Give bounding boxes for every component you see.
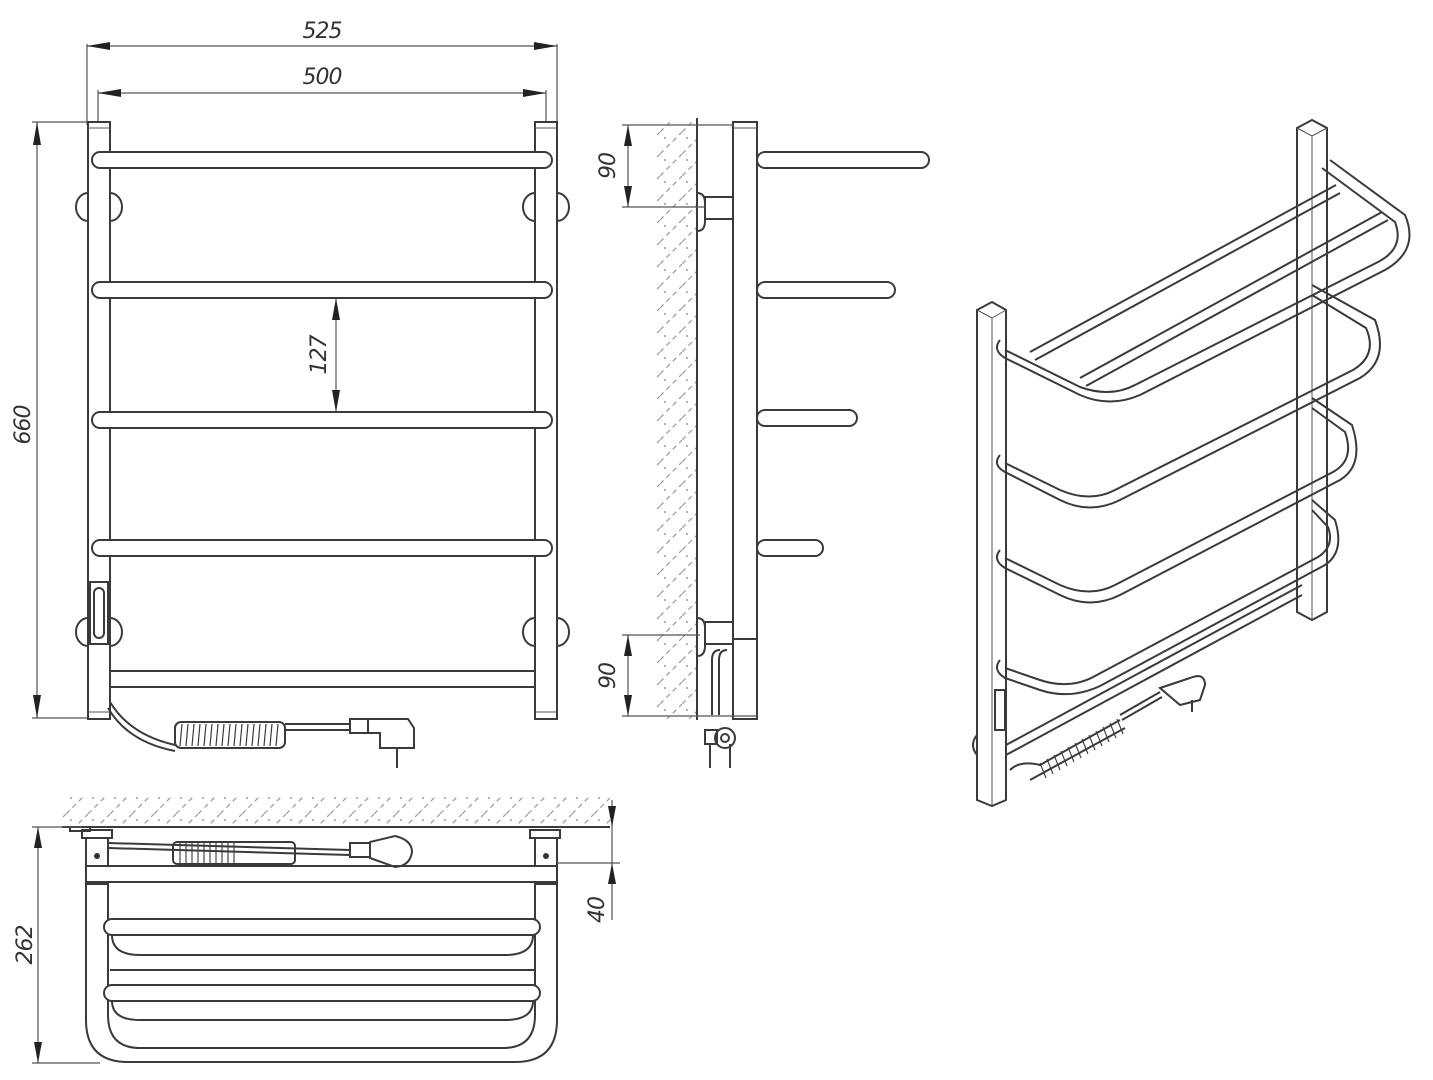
dim-label-500: 500 xyxy=(303,65,342,90)
heater-switch xyxy=(89,581,109,645)
dim-label-127: 127 xyxy=(307,335,332,375)
dimension-depth: 262 xyxy=(13,826,100,1064)
wall-hatch-top xyxy=(62,797,610,827)
dimension-overall-width: 525 xyxy=(86,19,558,125)
dimension-center-width: 500 xyxy=(97,65,547,125)
dimension-side-top: 90 xyxy=(596,124,733,208)
iso-power-cord xyxy=(1009,675,1207,781)
dim-label-262: 262 xyxy=(13,926,38,965)
wall-hatch xyxy=(655,122,697,719)
horizontal-bars xyxy=(91,151,553,688)
wall-brackets xyxy=(75,192,570,647)
top-view: 262 40 xyxy=(13,797,620,1064)
dimension-side-bottom: 90 xyxy=(596,634,757,717)
power-cord xyxy=(107,701,350,752)
isometric-view xyxy=(972,118,1411,808)
dim-label-525: 525 xyxy=(303,19,342,44)
front-view: 525 500 660 xyxy=(11,19,570,768)
dim-label-40: 40 xyxy=(585,897,610,923)
dimension-wall-clearance: 40 xyxy=(557,800,620,923)
power-plug-icon xyxy=(349,718,415,768)
iso-bars xyxy=(995,159,1411,756)
dimension-bar-spacing: 127 xyxy=(307,298,340,412)
dimension-height: 660 xyxy=(11,121,90,719)
side-post xyxy=(732,121,758,640)
dim-label-660: 660 xyxy=(11,406,36,445)
dim-label-90-bottom: 90 xyxy=(596,663,621,689)
side-view: 90 90 xyxy=(596,118,930,768)
dim-label-90-top: 90 xyxy=(596,153,621,179)
